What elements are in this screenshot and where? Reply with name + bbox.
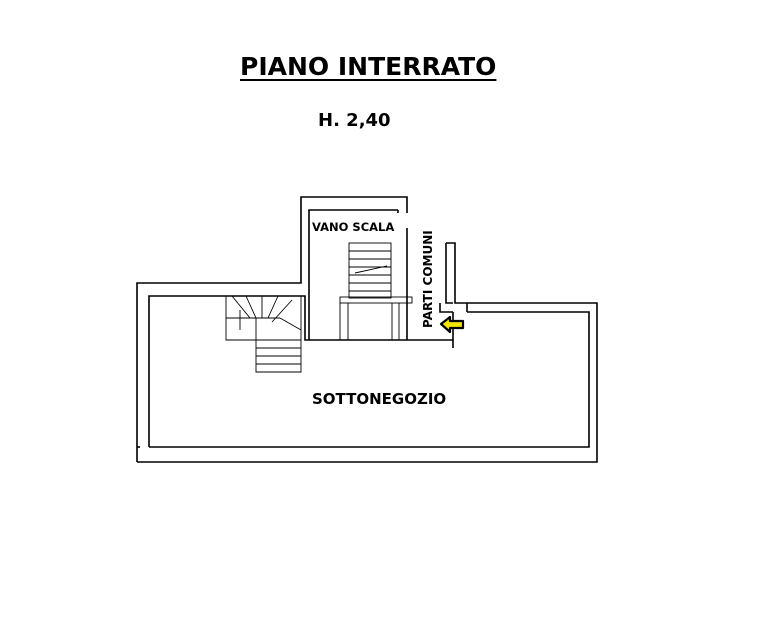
parti-comuni-label: PARTI COMUNI (421, 230, 435, 328)
plan-title: PIANO INTERRATO (240, 52, 497, 81)
ceiling-height-label: H. 2,40 (318, 110, 391, 131)
vano-scala-stair (339, 242, 413, 340)
vano-scala-label: VANO SCALA (312, 220, 394, 234)
basement-walls (136, 196, 598, 463)
sottonegozio-label: SOTTONEGOZIO (312, 390, 446, 408)
winder-stair (225, 295, 302, 373)
entrance-arrow-icon (439, 315, 465, 334)
